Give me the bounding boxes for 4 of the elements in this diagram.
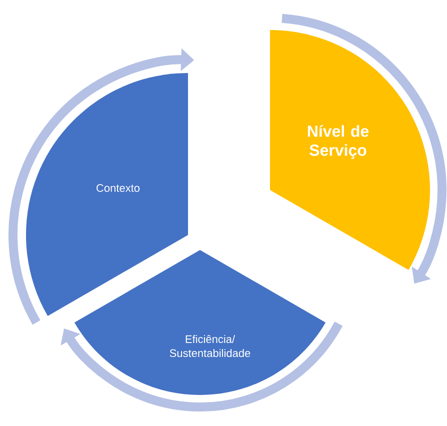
node-label: Contexto: [96, 184, 140, 192]
pie-sector: Contexto: [26, 73, 188, 316]
pie-sector: Nível de Serviço: [270, 30, 430, 270]
pie-sector: Eficiência/ Sustentabilidade: [74, 250, 326, 396]
